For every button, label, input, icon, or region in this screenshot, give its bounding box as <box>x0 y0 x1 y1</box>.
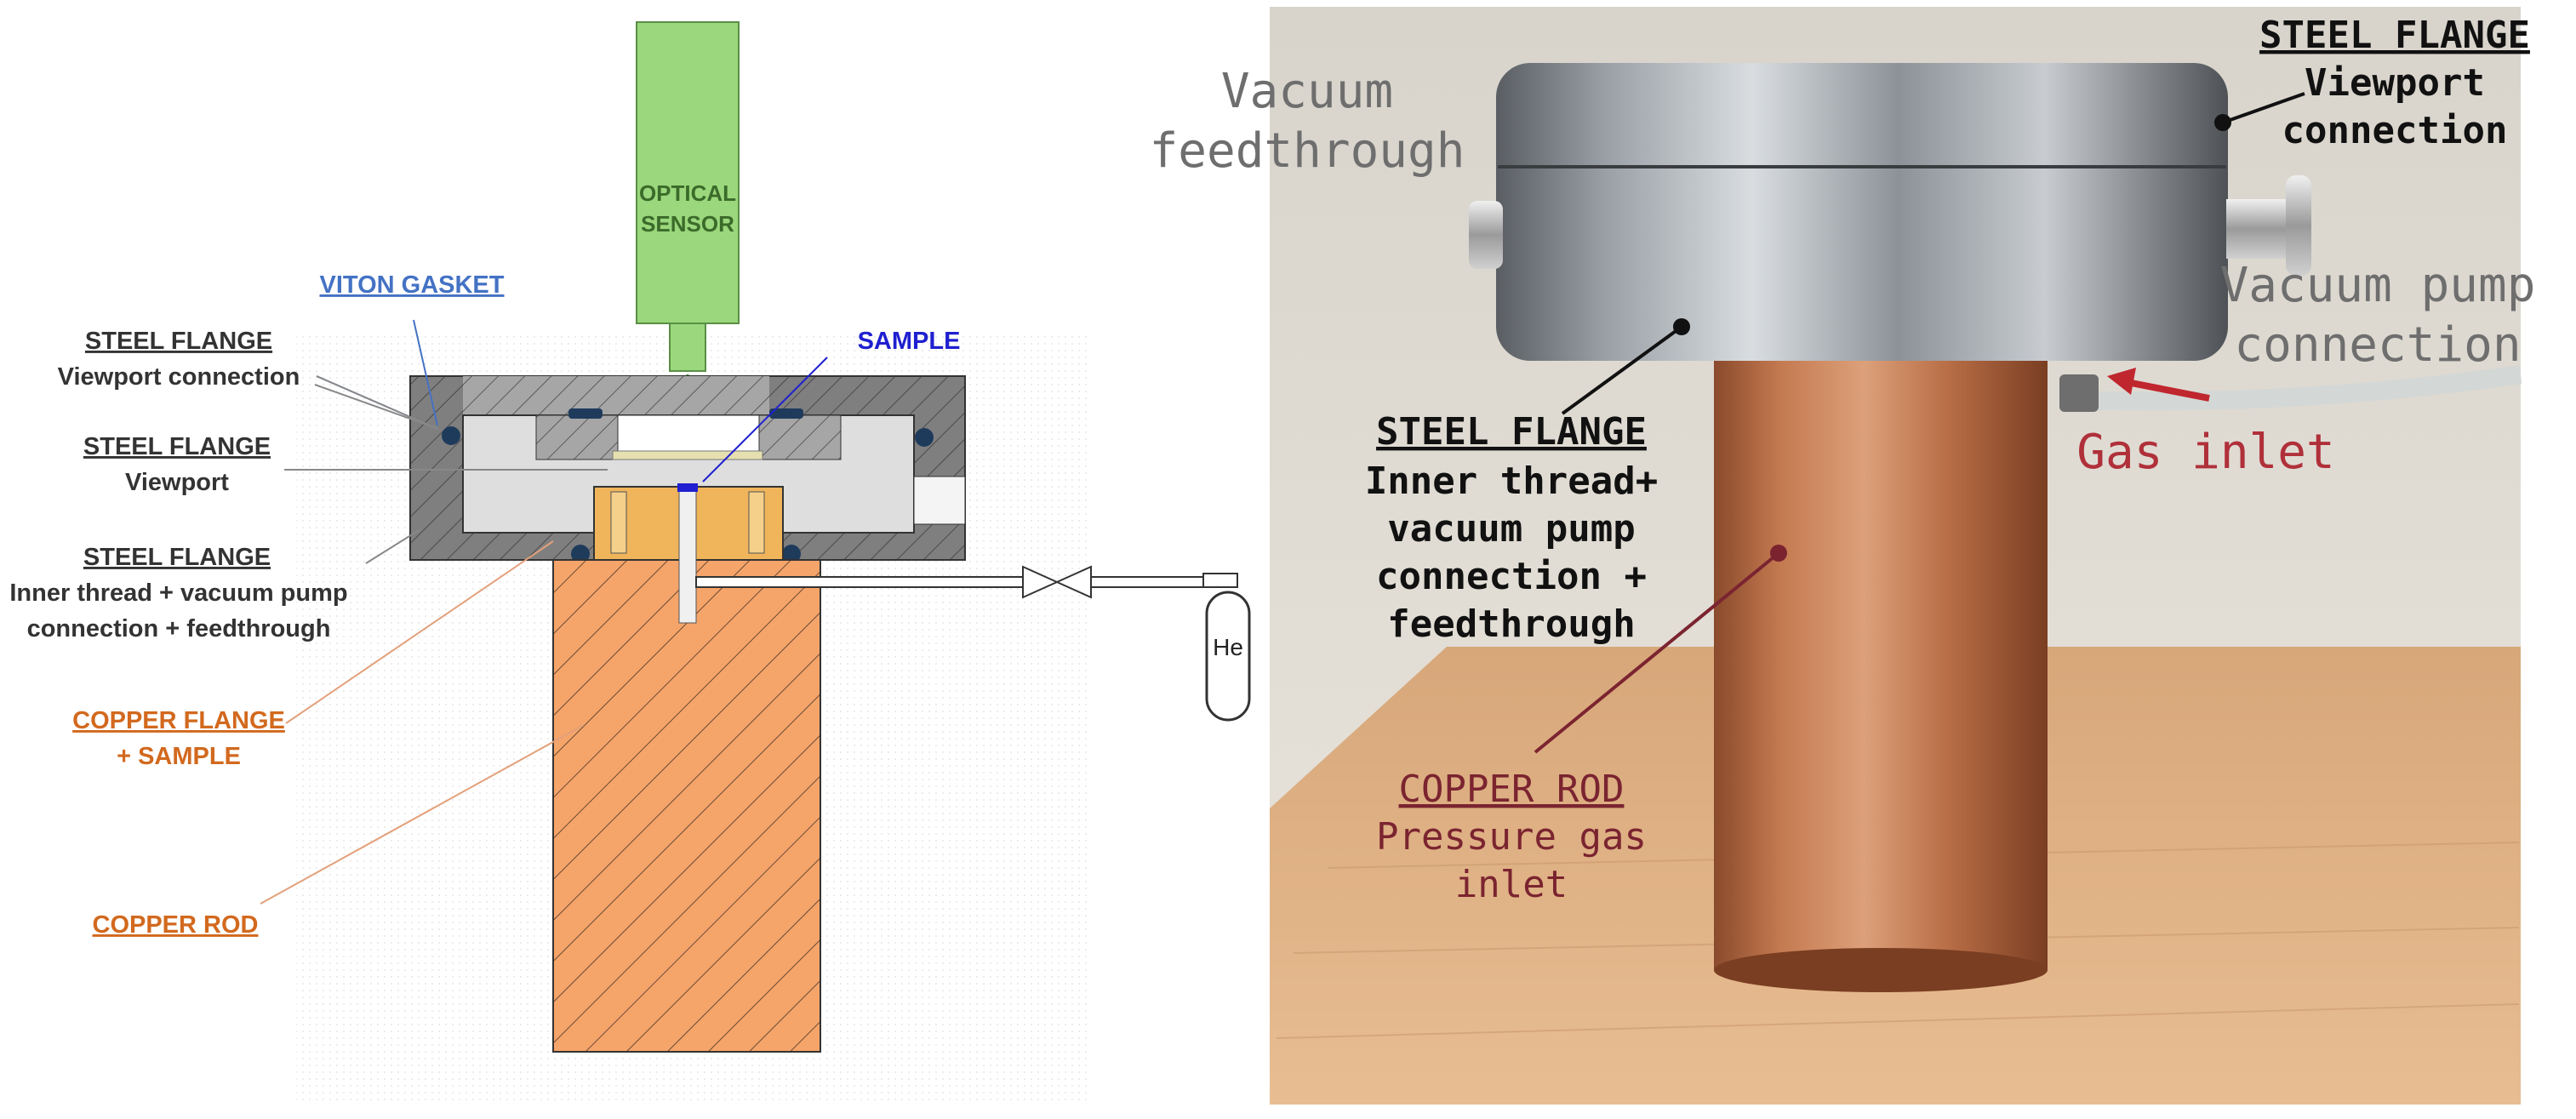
photo: STEEL FLANGE Viewport connection Vacuum … <box>1150 7 2536 1105</box>
photo-copper-rod-title: COPPER ROD <box>1399 768 1625 811</box>
schematic: OPTICAL SENSOR He <box>9 21 1251 1105</box>
photo-steel-flange-top-title: STEEL FLANGE <box>2259 14 2530 57</box>
pump-port <box>913 476 966 525</box>
photo-vacuum-feedthrough-2: feedthrough <box>1150 123 1465 179</box>
oring-icon <box>568 408 603 419</box>
photo-steel-flange-mid-title: STEEL FLANGE <box>1376 410 1647 454</box>
pointer-line <box>1534 551 1780 754</box>
steel-flange-inner-title: STEEL FLANGE <box>83 544 271 571</box>
steel-flange-viewport-connection-sub: Viewport connection <box>58 363 300 391</box>
photo-copper-rod-sub-2: inlet <box>1455 863 1568 906</box>
photo-gas-fitting <box>2059 374 2099 412</box>
viewport-holder-right <box>758 414 842 460</box>
viewport-holder-left <box>535 414 619 460</box>
oring-icon <box>571 545 590 563</box>
oring-icon <box>782 545 801 563</box>
optical-sensor-label-2: SENSOR <box>641 211 734 237</box>
steel-flange-viewport-connection-title: STEEL FLANGE <box>85 328 272 355</box>
photo-copper-rod-base <box>1714 948 2048 992</box>
photo-steel-flange-top-sub-2: connection <box>2282 109 2508 152</box>
copper-rod-label: COPPER ROD <box>93 911 259 939</box>
oring-icon <box>915 428 934 447</box>
pointer-line <box>1561 325 1683 415</box>
photo-steel-flange <box>1496 63 2228 361</box>
optical-sensor-tip <box>669 323 706 372</box>
photo-vacuum-pump-1: Vacuum pump <box>2220 258 2536 313</box>
photo-vacuum-feedthrough-1: Vacuum <box>1221 64 1393 119</box>
gas-channel <box>678 486 697 624</box>
sample-label: SAMPLE <box>858 328 961 355</box>
steel-flange-viewport-title: STEEL FLANGE <box>83 433 271 460</box>
optical-sensor-body <box>636 21 740 324</box>
photo-copper-rod-sub-1: Pressure gas <box>1376 815 1647 859</box>
gas-bottle-icon <box>1205 591 1251 722</box>
steel-lid-light <box>463 376 769 415</box>
viewport-glass <box>612 450 763 460</box>
copper-flange-label-1: COPPER FLANGE <box>72 707 285 734</box>
sample-disc <box>677 483 698 492</box>
pointer-line <box>2222 92 2305 124</box>
photo-feedthrough <box>1469 201 1503 269</box>
gas-bottle-label: He <box>1213 634 1243 660</box>
photo-vacuum-pump-2: connection <box>2234 317 2521 373</box>
viton-gasket-label: VITON GASKET <box>320 271 505 299</box>
gas-line <box>695 576 1024 588</box>
copper-rod <box>552 559 821 1053</box>
screw-icon <box>748 491 765 554</box>
photo-pump-port <box>2226 199 2286 259</box>
viton-leader <box>413 319 438 426</box>
oring-icon <box>769 408 803 419</box>
steel-flange-inner-sub-2: connection + feedthrough <box>27 615 331 642</box>
photo-pump-kf <box>2286 175 2311 276</box>
gas-inlet-arrow <box>2122 378 2210 402</box>
gas-line-2 <box>1090 576 1219 588</box>
steel-flange-viewport-sub: Viewport <box>125 469 229 496</box>
steel-flange-inner-sub-1: Inner thread + vacuum pump <box>9 579 347 607</box>
optical-sensor-label-1: OPTICAL <box>639 180 736 206</box>
copper-flange-label-2: + SAMPLE <box>117 743 241 770</box>
oring-icon <box>442 426 460 445</box>
photo-steel-flange-top-sub-1: Viewport <box>2305 61 2485 105</box>
arrow-head-icon <box>2107 368 2136 395</box>
photo-gas-tube <box>2067 365 2522 411</box>
photo-steel-flange-mid-sub-3: connection + <box>1376 555 1647 598</box>
valve-icon <box>1022 565 1060 599</box>
photo-gas-inlet: Gas inlet <box>2076 425 2334 480</box>
screw-icon <box>610 491 627 554</box>
photo-copper-rod <box>1714 357 2048 970</box>
regulator-icon <box>1202 573 1238 588</box>
photo-steel-flange-mid-sub-4: feedthrough <box>1387 602 1635 646</box>
photo-steel-flange-mid-sub-2: vacuum pump <box>1387 507 1635 551</box>
leader-lines <box>260 357 828 905</box>
photo-steel-flange-mid-sub-1: Inner thread+ <box>1365 460 1658 503</box>
